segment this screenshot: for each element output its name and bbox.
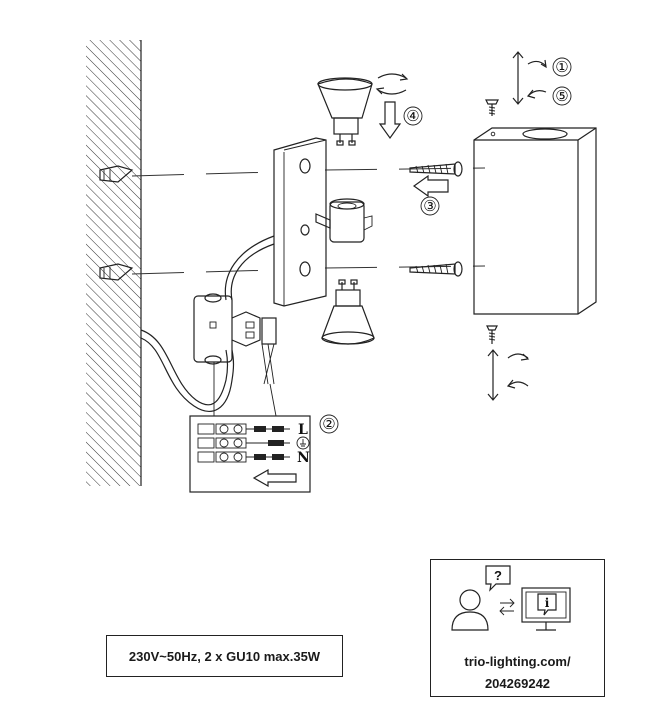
down-arrow-icon (378, 101, 402, 140)
lamp-holder (315, 198, 373, 243)
svg-text:?: ? (494, 568, 502, 583)
spec-text: 230V~50Hz, 2 x GU10 max.35W (128, 648, 321, 664)
step-1-label: ① (555, 58, 568, 76)
step-3-label: ③ (423, 197, 436, 215)
supply-cable (140, 235, 275, 412)
terminal-block-detail (189, 362, 311, 493)
step-5-circle (552, 86, 572, 106)
screw-upper (409, 161, 463, 177)
person-icon (451, 589, 489, 631)
earth-symbol-icon (296, 436, 310, 450)
svg-text:i: i (545, 596, 550, 610)
rotate-arrow-1-icon (527, 59, 547, 69)
step-2-label: ② (322, 415, 335, 433)
wall (86, 40, 142, 486)
mounting-plate (273, 137, 327, 307)
info-url[interactable]: trio-lighting.com/ (464, 654, 571, 669)
step-3-circle (420, 196, 440, 216)
vertical-arrow-bottom-icon (487, 349, 499, 401)
terminal-neutral-label: N (297, 450, 310, 466)
grub-screw-bottom (486, 325, 498, 344)
step-5-label: ⑤ (555, 87, 568, 105)
terminal-live-label: L (298, 422, 308, 438)
screw-lower (409, 261, 463, 277)
lamp-housing (473, 127, 597, 315)
step-1-circle (552, 57, 572, 77)
twist-arrows-icon (375, 73, 409, 95)
question-icon: ? (485, 565, 511, 592)
grub-screw-top (485, 99, 499, 116)
gu10-bulb-top (317, 77, 373, 146)
step-4-label: ④ (406, 107, 419, 125)
exchange-arrows-icon (499, 598, 515, 616)
vertical-arrow-top-icon (512, 51, 524, 105)
wall-plug-lower (99, 263, 134, 281)
info-icon: i (537, 593, 557, 616)
junction-box (193, 293, 277, 385)
rotate-arrows-bottom-icon (506, 353, 530, 389)
info-box: trio-lighting.com/ 204269242 (430, 559, 605, 697)
info-product-id: 204269242 (484, 676, 551, 691)
alignment-lines (131, 167, 486, 275)
wall-plug-upper (99, 165, 134, 183)
monitor-icon (521, 587, 571, 631)
step-2-circle (319, 414, 339, 434)
left-arrow-icon (412, 174, 449, 198)
rotate-arrow-5-icon (526, 89, 547, 99)
spec-label: 230V~50Hz, 2 x GU10 max.35W (106, 635, 343, 677)
step-4-circle (403, 106, 423, 126)
gu10-bulb-bottom (321, 279, 375, 345)
terminal-left-arrow-icon (252, 468, 297, 488)
